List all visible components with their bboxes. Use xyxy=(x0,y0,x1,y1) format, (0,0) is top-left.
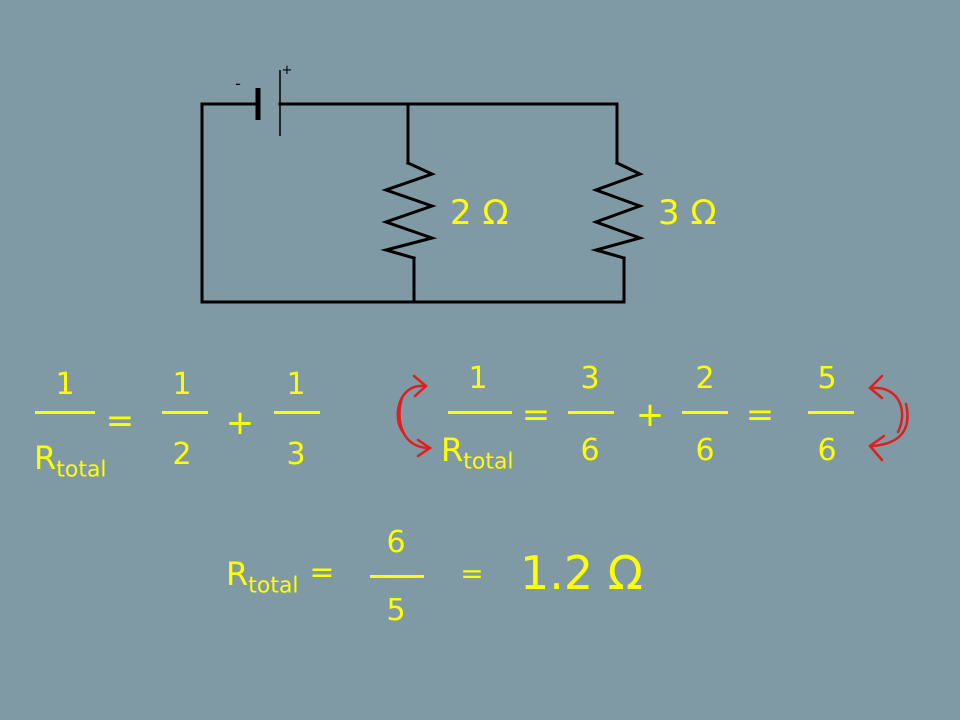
eq1-lhs-denominator: Rtotal xyxy=(34,442,107,482)
eq3-frac-numerator: 6 xyxy=(386,525,406,560)
eq2-frac-2-numerator: 2 xyxy=(695,361,715,396)
eq3-r-symbol: R xyxy=(226,555,249,593)
right-arrow-upper xyxy=(870,386,904,434)
eq1-frac-1-bar xyxy=(162,411,208,414)
eq2-frac-2-denominator: 6 xyxy=(695,433,715,468)
eq3-frac-denominator: 5 xyxy=(386,593,406,628)
eq2-lhs-numerator: 1 xyxy=(468,361,488,396)
circuit-wire-top xyxy=(278,102,619,165)
eq3-frac-bar xyxy=(370,575,424,578)
eq1-r-symbol: R xyxy=(34,439,57,477)
eq1-frac-2-numerator: 1 xyxy=(286,367,306,402)
left-arrow-lower-head xyxy=(416,438,433,458)
resistor-2-label: 3 Ω xyxy=(658,193,717,233)
eq1-frac-2-bar xyxy=(274,411,320,414)
eq2-lhs-denominator: Rtotal xyxy=(441,434,514,474)
eq2-frac-3-denominator: 6 xyxy=(817,433,837,468)
right-arrow-upper-head xyxy=(868,374,884,400)
eq2-frac-3-bar xyxy=(808,411,854,414)
eq1-frac-1-numerator: 1 xyxy=(172,367,192,402)
eq2-r-subscript: total xyxy=(463,449,514,475)
resistor-1-label: 2 Ω xyxy=(450,193,509,233)
battery-minus-sign: - xyxy=(235,74,241,93)
right-arrow-lower xyxy=(870,402,909,448)
eq3-equals-sign-2: = xyxy=(460,557,484,590)
eq1-lhs-numerator: 1 xyxy=(55,367,75,402)
eq1-frac-2-denominator: 3 xyxy=(286,437,306,472)
eq2-equals-sign-1: = xyxy=(521,395,551,435)
eq3-result: 1.2 Ω xyxy=(520,546,643,600)
resistor-1-zigzag xyxy=(380,161,438,260)
circuit-wire-bottom xyxy=(414,256,626,304)
eq2-frac-1-bar xyxy=(568,411,614,414)
eq2-equals-sign-2: = xyxy=(745,395,775,435)
left-arrow-upper-head xyxy=(412,374,428,398)
eq1-r-subscript: total xyxy=(56,457,107,483)
eq1-plus-sign: + xyxy=(225,403,255,443)
eq1-frac-1-denominator: 2 xyxy=(172,437,192,472)
circuit-wire-left xyxy=(200,102,418,304)
resistor-2-zigzag xyxy=(590,160,645,260)
eq2-plus-sign: + xyxy=(635,395,665,435)
eq3-equals-sign-1: = xyxy=(309,555,335,590)
battery-plus-sign: + xyxy=(281,63,293,78)
eq1-lhs-fraction-bar xyxy=(35,411,95,414)
eq2-r-symbol: R xyxy=(441,431,464,469)
eq2-frac-1-denominator: 6 xyxy=(580,433,600,468)
left-arrow-lower xyxy=(398,396,430,450)
eq2-frac-1-numerator: 3 xyxy=(580,361,600,396)
eq2-lhs-fraction-bar xyxy=(448,411,512,414)
eq2-frac-3-numerator: 5 xyxy=(817,361,837,396)
right-arrow-lower-head xyxy=(868,434,886,462)
eq2-frac-2-bar xyxy=(682,411,728,414)
eq1-equals-sign: = xyxy=(105,401,135,441)
eq3-r-subscript: total xyxy=(248,573,299,599)
eq3-lhs: Rtotal xyxy=(226,558,299,598)
